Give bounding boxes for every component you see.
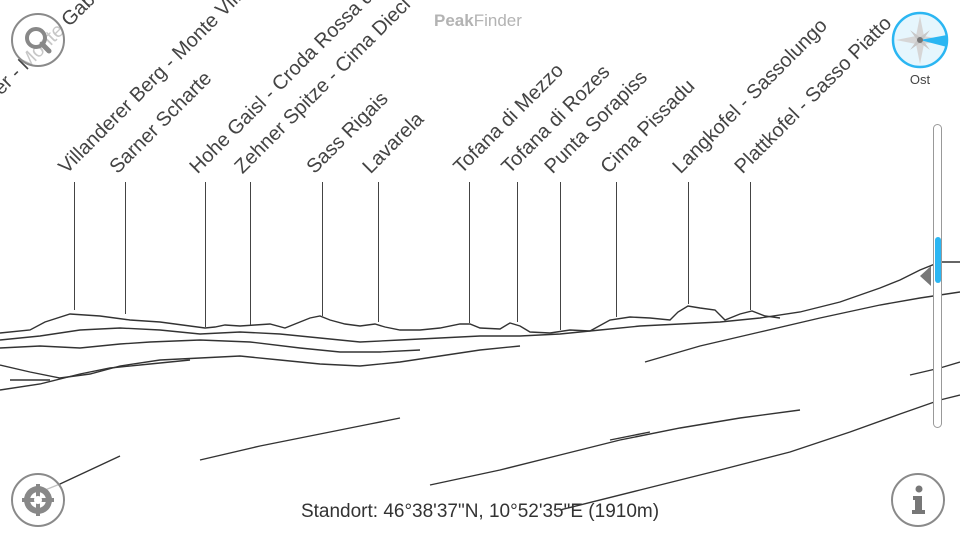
peak-marker-line bbox=[322, 182, 323, 316]
search-button[interactable] bbox=[11, 13, 65, 67]
far-ridge bbox=[0, 305, 781, 334]
ridge-3 bbox=[0, 339, 421, 353]
ridge-5 bbox=[0, 359, 191, 391]
crosshair-icon bbox=[22, 484, 54, 516]
peak-marker-line bbox=[750, 182, 751, 310]
ridge-9 bbox=[429, 409, 801, 486]
info-button[interactable] bbox=[891, 473, 945, 527]
brand-bold: Peak bbox=[434, 11, 474, 30]
compass-direction-label: Ost bbox=[909, 72, 931, 87]
ridge-6 bbox=[644, 291, 960, 363]
compass-rose-icon bbox=[891, 11, 949, 69]
slider-pointer-icon bbox=[920, 266, 931, 286]
location-readout: Standort: 46°38'37"N, 10°52'35"E (1910m) bbox=[300, 501, 660, 522]
ridge-8 bbox=[199, 417, 401, 461]
peak-marker-line bbox=[688, 182, 689, 304]
peak-marker-line bbox=[378, 182, 379, 322]
locate-button[interactable] bbox=[11, 473, 65, 527]
compass-button[interactable] bbox=[891, 11, 949, 69]
brand-rest: Finder bbox=[473, 11, 522, 30]
zoom-slider-thumb[interactable] bbox=[935, 237, 941, 283]
peak-marker-line bbox=[560, 182, 561, 330]
ridge-12 bbox=[609, 431, 651, 441]
search-icon bbox=[25, 27, 52, 54]
peak-marker-line bbox=[125, 182, 126, 314]
peak-marker-line bbox=[205, 182, 206, 327]
ridge-4 bbox=[0, 345, 521, 379]
peak-marker-line bbox=[250, 182, 251, 325]
ridge-2 bbox=[0, 261, 960, 343]
peak-marker-line bbox=[74, 182, 75, 310]
app-title: PeakFinder bbox=[434, 11, 522, 31]
peak-marker-line bbox=[469, 182, 470, 323]
peak-marker-line bbox=[616, 182, 617, 317]
info-icon bbox=[912, 485, 925, 514]
peak-marker-line bbox=[517, 182, 518, 322]
